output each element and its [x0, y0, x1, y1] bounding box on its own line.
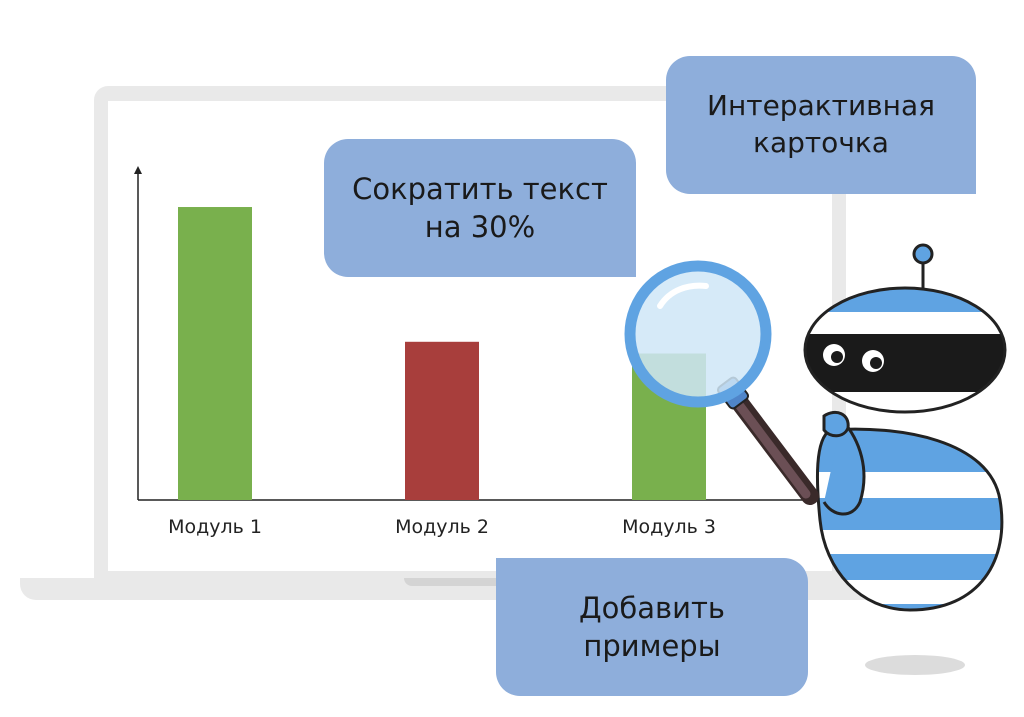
x-tick-label: Модуль 1	[168, 516, 262, 538]
bar-2	[405, 341, 479, 500]
bubble-interactive-card: Интерактивная карточка	[666, 56, 976, 194]
bar-1	[178, 207, 252, 500]
chart-tick-labels: Модуль 1 Модуль 2 Модуль 3	[168, 516, 716, 538]
bubble-add-examples: Добавить примеры	[496, 558, 808, 696]
robot-mascot-icon	[624, 243, 1007, 675]
bubble-shorten-text: Сократить текст на 30%	[324, 139, 636, 277]
mascot-shadow	[865, 655, 965, 675]
y-axis-arrow	[134, 166, 142, 174]
x-tick-label: Модуль 3	[622, 516, 716, 538]
x-tick-label: Модуль 2	[395, 516, 489, 538]
laptop-notch	[404, 578, 514, 586]
